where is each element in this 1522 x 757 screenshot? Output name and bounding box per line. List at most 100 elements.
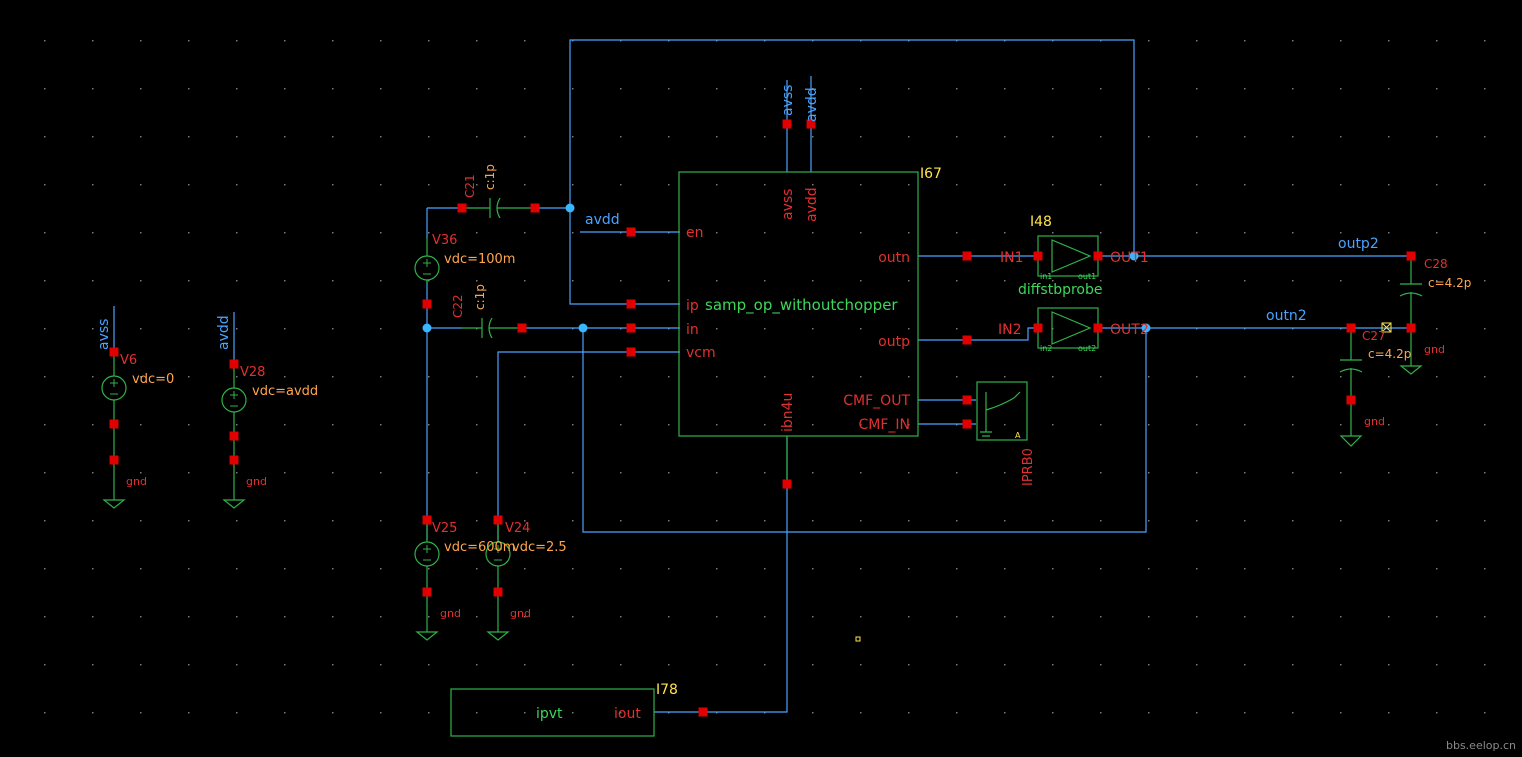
c27-param: c=4.2p	[1368, 347, 1411, 361]
amp-cell-name: samp_op_withoutchopper	[705, 296, 898, 315]
amp-pin-avdd: avdd	[804, 187, 820, 222]
pin-terminal[interactable]	[109, 419, 119, 429]
c21-name: C21	[463, 174, 477, 198]
cap-c21[interactable]	[462, 197, 535, 219]
net-avdd-top: avdd	[804, 87, 820, 122]
amp-pin-en: en	[686, 225, 704, 241]
probe-out1: OUT1	[1110, 250, 1149, 266]
pin-terminal[interactable]	[626, 323, 636, 333]
wire-feedback-bottom[interactable]	[582, 328, 1147, 533]
probe-sub-out2: out2	[1078, 344, 1096, 353]
pin-terminal[interactable]	[806, 119, 816, 129]
probe-in1: IN1	[1000, 250, 1024, 266]
pin-terminal[interactable]	[1093, 251, 1103, 261]
pin-terminal[interactable]	[229, 359, 239, 369]
bias-body[interactable]	[450, 688, 655, 737]
pin-terminal[interactable]	[493, 515, 503, 525]
cap-c27[interactable]	[1339, 328, 1363, 436]
pin-terminal[interactable]	[626, 299, 636, 309]
pin-terminal[interactable]	[422, 299, 432, 309]
amp-pin-outn: outn	[878, 250, 910, 266]
gnd-label-v24: gnd	[510, 607, 531, 620]
pin-terminal[interactable]	[626, 347, 636, 357]
pin-terminal[interactable]	[229, 455, 239, 465]
amp-pin-outp: outp	[878, 334, 910, 350]
pin-terminal[interactable]	[1093, 323, 1103, 333]
junction-in-left	[422, 323, 432, 333]
pins	[109, 119, 1416, 717]
pin-terminal[interactable]	[457, 203, 467, 213]
source-v36[interactable]	[414, 238, 440, 284]
v28-name: V28	[240, 365, 265, 380]
pin-terminal[interactable]	[962, 419, 972, 429]
pin-terminal[interactable]	[517, 323, 527, 333]
net-avdd-en: avdd	[585, 212, 620, 228]
pin-terminal[interactable]	[626, 227, 636, 237]
pin-terminal[interactable]	[422, 587, 432, 597]
amp-pin-ibn4u: ibn4u	[780, 393, 796, 432]
amp-pin-vcm: vcm	[686, 345, 716, 361]
pin-terminal[interactable]	[1033, 251, 1043, 261]
v25-name: V25	[432, 521, 457, 536]
amp-pin-cmf-in: CMF_IN	[858, 417, 910, 433]
grid-dots	[44, 40, 1486, 714]
pin-terminal[interactable]	[530, 203, 540, 213]
pin-terminal[interactable]	[1406, 323, 1416, 333]
junction-out2	[1141, 323, 1151, 333]
net-avss-top: avss	[780, 85, 796, 116]
cap-c22[interactable]	[462, 317, 522, 339]
amp-instance: I67	[920, 166, 942, 182]
v6-name: V6	[120, 353, 137, 368]
pin-terminal[interactable]	[422, 515, 432, 525]
wires	[113, 39, 1411, 713]
iprb-symbol	[980, 391, 1021, 437]
cap-c28[interactable]	[1399, 256, 1423, 328]
wire-ibias[interactable]	[703, 436, 788, 713]
bias-pin-iout: iout	[614, 706, 641, 722]
amp-pin-in: in	[686, 322, 699, 338]
gnd-label-c27: gnd	[1364, 415, 1385, 428]
marker-yellow	[855, 636, 861, 642]
pin-terminal[interactable]	[698, 707, 708, 717]
probe-sub-in1: in1	[1040, 272, 1052, 281]
junction-in-right	[578, 323, 588, 333]
wire-outp[interactable]	[918, 327, 1038, 341]
pin-terminal[interactable]	[962, 251, 972, 261]
wire-ip[interactable]	[569, 208, 680, 305]
pin-terminal[interactable]	[493, 587, 503, 597]
pin-terminal[interactable]	[1346, 395, 1356, 405]
pin-terminal[interactable]	[229, 431, 239, 441]
pin-terminal[interactable]	[962, 335, 972, 345]
pin-terminal[interactable]	[1033, 323, 1043, 333]
net-outn2: outn2	[1266, 308, 1307, 324]
c28-param: c=4.2p	[1428, 276, 1471, 290]
wire-vcm[interactable]	[497, 351, 680, 540]
amp-pin-cmf-out: CMF_OUT	[843, 393, 910, 409]
c22-name: C22	[451, 294, 465, 318]
c21-param: c:1p	[483, 164, 497, 190]
probe-sub-out1: out1	[1078, 272, 1096, 281]
amp-body[interactable]	[678, 171, 919, 437]
pin-terminal[interactable]	[782, 119, 792, 129]
pin-terminal[interactable]	[782, 479, 792, 489]
pin-terminal[interactable]	[109, 347, 119, 357]
pin-terminal[interactable]	[1406, 251, 1416, 261]
source-v25[interactable]	[414, 520, 440, 632]
source-v24[interactable]	[485, 520, 511, 632]
probe-cell: diffstbprobe	[1018, 282, 1103, 298]
source-polarity-marks	[110, 259, 502, 561]
iprb-mark: A	[1015, 431, 1021, 440]
watermark: bbs.eelop.cn	[1446, 739, 1516, 752]
ground-symbols	[102, 328, 1423, 641]
junction-out1	[1129, 251, 1139, 261]
pin-terminal[interactable]	[1346, 323, 1356, 333]
pin-terminal[interactable]	[109, 455, 119, 465]
pin-terminal[interactable]	[962, 395, 972, 405]
wire-feedback-top[interactable]	[569, 39, 1135, 256]
net-avss-v6: avss	[96, 319, 112, 350]
probe-in2: IN2	[998, 322, 1022, 338]
iprb-body[interactable]	[976, 381, 1028, 441]
c22-param: c:1p	[473, 284, 487, 310]
